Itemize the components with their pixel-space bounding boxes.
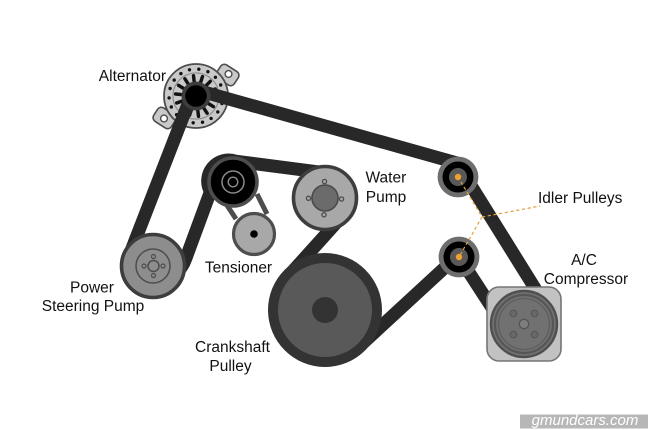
- svg-text:Compressor: Compressor: [544, 271, 628, 288]
- svg-text:Power: Power: [70, 280, 114, 297]
- svg-text:Crankshaft: Crankshaft: [195, 339, 271, 356]
- svg-text:Pulley: Pulley: [209, 358, 251, 375]
- svg-text:Pump: Pump: [366, 189, 407, 206]
- svg-text:A/C: A/C: [571, 252, 597, 269]
- svg-text:Water: Water: [366, 170, 407, 187]
- svg-text:gmundcars.com: gmundcars.com: [532, 412, 639, 429]
- svg-text:Alternator: Alternator: [99, 68, 166, 85]
- svg-text:Tensioner: Tensioner: [205, 260, 272, 277]
- svg-text:Steering Pump: Steering Pump: [42, 298, 145, 315]
- svg-text:Idler Pulleys: Idler Pulleys: [538, 190, 623, 207]
